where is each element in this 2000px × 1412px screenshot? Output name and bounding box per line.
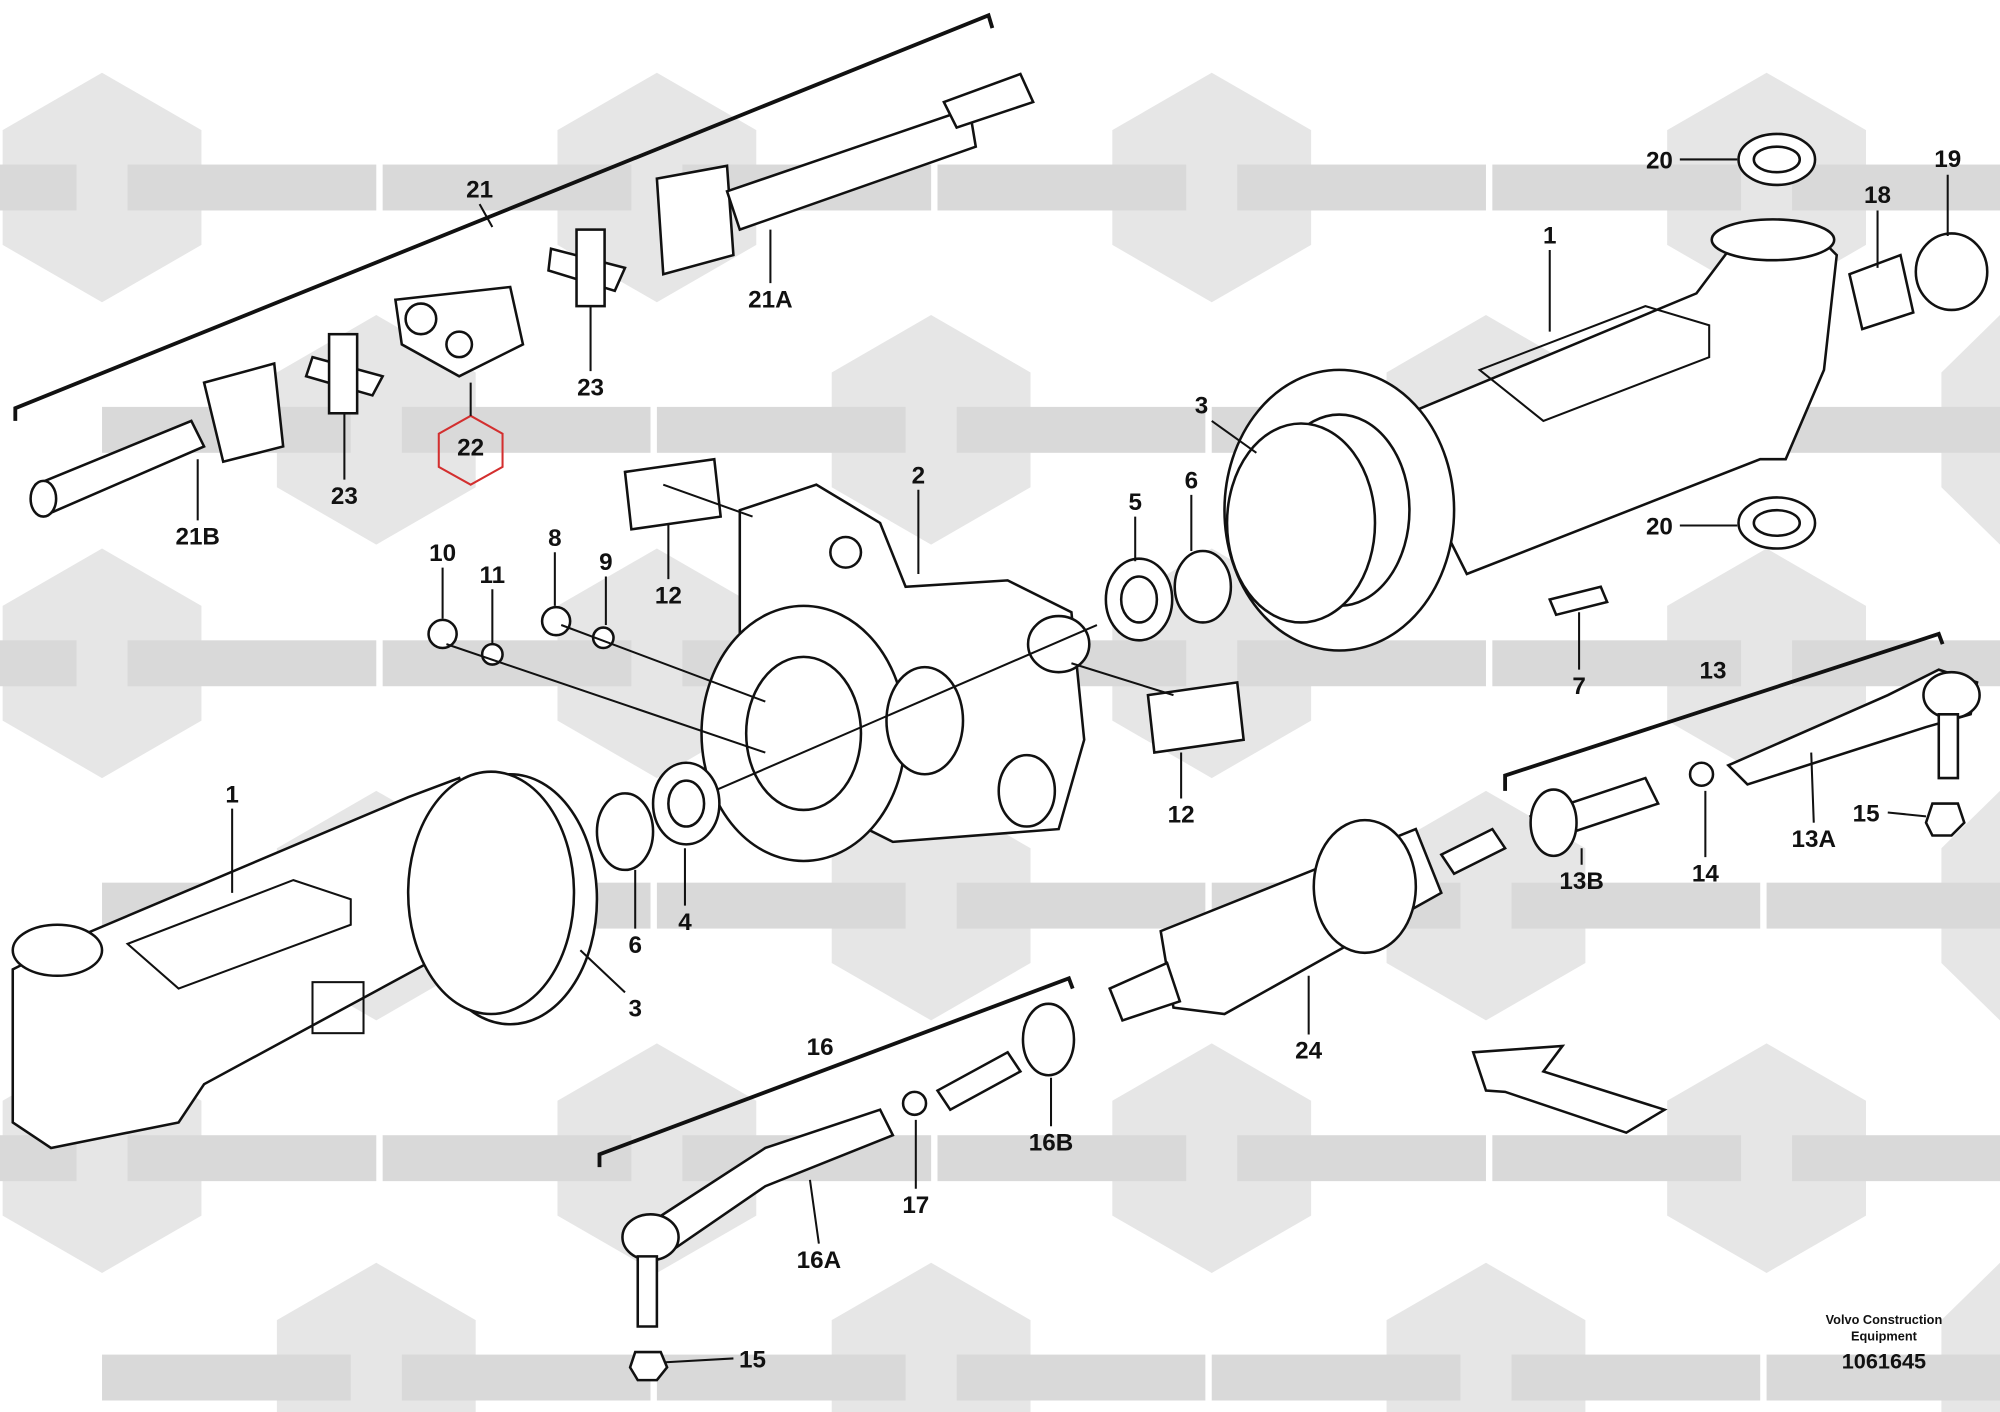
- watermark-band: [937, 1135, 1187, 1182]
- watermark-band: [1792, 1135, 2000, 1182]
- callout-21[interactable]: 21: [466, 177, 493, 204]
- diagram-number: 1061645: [1842, 1349, 1926, 1374]
- watermark-band: [956, 1354, 1206, 1401]
- watermark-band: [937, 164, 1187, 211]
- watermark-band: [0, 164, 77, 211]
- callout-16B[interactable]: 16B: [1029, 1130, 1073, 1157]
- watermark-hexagon: [2, 72, 202, 303]
- watermark-band: [382, 640, 632, 687]
- watermark-band: [656, 406, 906, 453]
- callout-5[interactable]: 5: [1128, 489, 1141, 516]
- callout-10[interactable]: 10: [429, 540, 456, 567]
- watermark-band: [102, 1354, 351, 1401]
- watermark-band: [382, 164, 632, 211]
- watermark-band: [1211, 1354, 1461, 1401]
- callout-16[interactable]: 16: [807, 1034, 834, 1061]
- watermark-band: [401, 406, 651, 453]
- watermark-band: [1766, 1354, 2000, 1401]
- callout-13[interactable]: 13: [1700, 658, 1727, 685]
- watermark-band: [1492, 164, 1742, 211]
- maker-line-1: Volvo Construction: [1826, 1312, 1943, 1327]
- callout-15[interactable]: 15: [1853, 800, 1880, 827]
- callout-20[interactable]: 20: [1646, 513, 1673, 540]
- axle-housing-left: [11, 761, 721, 1150]
- callout-22[interactable]: 22: [457, 434, 484, 461]
- callout-labels: 21 21A 21B 22 23 23 2 12 12 10 11 8 9 5 …: [175, 146, 1961, 1373]
- callout-13A[interactable]: 13A: [1792, 826, 1836, 853]
- watermark-band: [1237, 1135, 1486, 1182]
- callout-23[interactable]: 23: [331, 483, 358, 510]
- watermark-band: [127, 640, 377, 687]
- watermark-hexagon: [1667, 548, 1866, 779]
- watermark-hexagon: [831, 315, 1031, 545]
- watermark-band: [956, 406, 1206, 453]
- watermark-band: [956, 882, 1206, 929]
- callout-21B[interactable]: 21B: [175, 524, 219, 551]
- callout-20[interactable]: 20: [1646, 147, 1673, 174]
- callout-17[interactable]: 17: [902, 1192, 929, 1219]
- drive-shaft-assembly: [13, 12, 1035, 518]
- callout-7[interactable]: 7: [1572, 673, 1585, 700]
- callout-9[interactable]: 9: [599, 549, 612, 576]
- callout-8[interactable]: 8: [548, 525, 561, 552]
- watermark-hexagon: [2, 548, 202, 779]
- callout-19[interactable]: 19: [1934, 146, 1961, 173]
- maker-line-2: Equipment: [1851, 1329, 1918, 1344]
- callout-18[interactable]: 18: [1864, 182, 1891, 209]
- watermark-band: [382, 1135, 632, 1182]
- callout-6[interactable]: 6: [628, 932, 641, 959]
- callout-16A[interactable]: 16A: [797, 1247, 841, 1274]
- watermark-band: [0, 640, 77, 687]
- watermark-band: [1492, 1135, 1742, 1182]
- callout-23[interactable]: 23: [577, 374, 604, 401]
- watermark-band: [401, 1354, 651, 1401]
- watermark-band: [127, 1135, 377, 1182]
- highlight-hexagon[interactable]: [437, 414, 504, 486]
- callout-11[interactable]: 11: [480, 562, 506, 589]
- callout-2[interactable]: 2: [912, 462, 925, 489]
- callout-14[interactable]: 14: [1692, 860, 1719, 887]
- callout-4[interactable]: 4: [678, 909, 692, 936]
- watermark-band: [656, 1354, 906, 1401]
- callout-21A[interactable]: 21A: [748, 286, 792, 313]
- axle-housing-right: [1223, 132, 1989, 652]
- watermark-band: [1492, 640, 1742, 687]
- callout-15[interactable]: 15: [739, 1346, 766, 1373]
- callout-3[interactable]: 3: [1195, 392, 1208, 419]
- watermark-hexagon: [1112, 1043, 1312, 1273]
- callout-12[interactable]: 12: [1168, 802, 1195, 829]
- callout-1[interactable]: 1: [225, 781, 238, 808]
- steering-knuckle: [427, 457, 1246, 863]
- watermark-hexagon: [1112, 72, 1312, 303]
- watermark-band: [1766, 882, 2000, 929]
- watermark-hexagon: [1667, 1043, 1866, 1273]
- watermark-band: [1237, 164, 1486, 211]
- callout-3[interactable]: 3: [628, 996, 641, 1023]
- watermark-hexagon: [831, 790, 1031, 1021]
- tie-rod-assembly: [597, 631, 1981, 1382]
- callout-12[interactable]: 12: [655, 582, 682, 609]
- watermark-band: [1511, 1354, 1761, 1401]
- callout-24[interactable]: 24: [1295, 1038, 1322, 1065]
- watermark-band: [127, 164, 377, 211]
- callout-1[interactable]: 1: [1543, 223, 1556, 250]
- watermark-hexagon: [1386, 790, 1586, 1021]
- callout-6[interactable]: 6: [1185, 468, 1198, 495]
- callout-13B[interactable]: 13B: [1559, 868, 1603, 895]
- watermark-band: [1792, 164, 2000, 211]
- watermark-band: [656, 882, 906, 929]
- watermark-band: [1511, 882, 1761, 929]
- footer-block: Volvo Construction Equipment 1061645: [1826, 1312, 1943, 1374]
- leader-lines: [196, 158, 1949, 1364]
